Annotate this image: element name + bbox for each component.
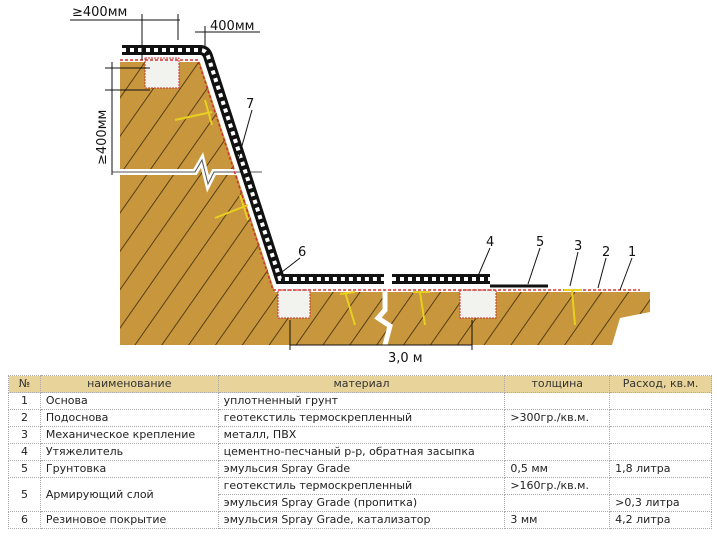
materials-table: № наименование материал толщина Расход, … [8,375,712,529]
rubber-coating [122,45,548,288]
cell-name: Подоснова [39,409,219,427]
dim-bottom: 3,0 м [388,351,423,366]
cell-name: Механическое крепление [39,426,219,444]
table-header: № наименование материал толщина Расход, … [8,375,712,393]
cell-name: Утяжелитель [39,443,219,461]
cell-consumption [609,409,712,427]
header-consumption: Расход, кв.м. [609,375,712,393]
cell-thickness [504,443,611,461]
cell-material: металл, ПВХ [217,426,506,444]
cell-name: Основа [39,392,219,410]
cell-material: эмульсия Spray Grade (пропитка) [217,494,506,512]
break-lines [112,152,393,346]
cell-consumption: 4,2 литра [609,511,712,529]
dim-top-right: 400мм [210,19,254,34]
callout-5: 5 [536,235,544,250]
cell-n: 5 [8,477,41,512]
cell-thickness: >160гр./кв.м. [504,477,611,495]
trench-right [459,289,497,319]
trenches [144,57,497,319]
callout-2: 2 [602,245,610,260]
cell-consumption: 1,8 литра [609,460,712,478]
callout-1: 1 [628,245,636,260]
cell-name: Резиновое покрытие [39,511,219,529]
cell-thickness [504,426,611,444]
cell-n: 6 [8,511,41,529]
cell-name: Армирующий слой [39,477,219,512]
cell-thickness [504,392,611,410]
cell-material: эмульсия Spray Grade, катализатор [217,511,506,529]
cell-thickness [504,494,611,512]
cell-consumption [609,443,712,461]
cell-consumption [609,426,712,444]
cell-name: Грунтовка [39,460,219,478]
cell-consumption [609,392,712,410]
trench-top [144,57,180,89]
header-name: наименование [39,375,219,393]
cell-material: эмульсия Spray Grade [217,460,506,478]
cell-thickness: >300гр./кв.м. [504,409,611,427]
header-number: № [8,375,41,393]
cell-n: 5 [8,460,41,478]
anchors [174,99,582,326]
cell-n: 1 [8,392,41,410]
cell-material: геотекстиль термоскрепленный [217,477,506,495]
header-thickness: толщина [504,375,611,393]
cell-material: геотекстиль термоскрепленный [217,409,506,427]
dim-vertical: ≥400мм [95,110,110,165]
callout-4: 4 [486,235,494,250]
trench-left [277,289,311,319]
cell-consumption: >0,3 литра [609,494,712,512]
cell-material: цементно-песчаный р-р, обратная засыпка [217,443,506,461]
callout-3: 3 [574,239,582,254]
dim-top-left: ≥400мм [72,5,127,20]
cell-n: 4 [8,443,41,461]
cell-n: 2 [8,409,41,427]
embankment-cross-section: ≥400мм 400мм ≥400мм 3,0 м 7 6 4 5 3 2 1 [70,5,650,366]
cell-thickness: 0,5 мм [504,460,611,478]
callout-7: 7 [246,97,254,112]
cell-thickness: 3 мм [504,511,611,529]
callout-6: 6 [298,245,306,260]
header-material: материал [217,375,506,393]
dimension-lines [70,14,473,350]
cell-n: 3 [8,426,41,444]
cell-material: уплотненный грунт [217,392,506,410]
soil-base [120,62,650,345]
cell-consumption [609,477,712,495]
callout-leaders [237,109,633,291]
